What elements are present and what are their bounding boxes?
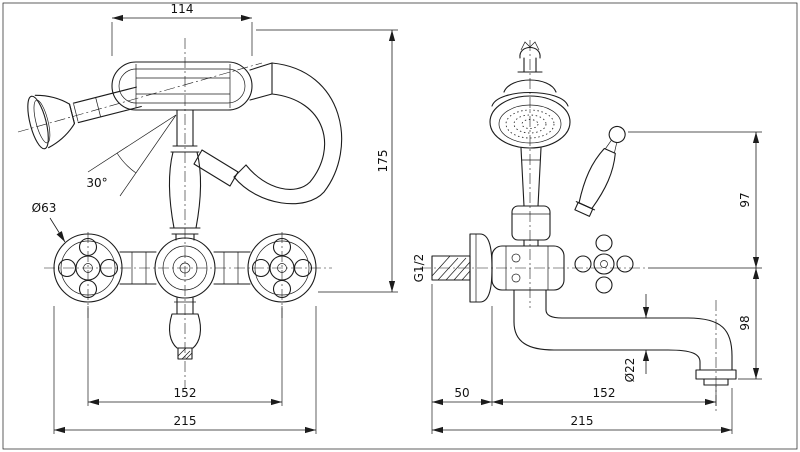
- dim-handle-centers: 152: [174, 386, 197, 400]
- dim-114: 114: [111, 2, 253, 56]
- side-view: G1/2: [412, 40, 762, 434]
- dim-50: 50: [431, 284, 493, 434]
- dim-97: 97: [628, 131, 762, 269]
- cross-handle-side: [574, 234, 634, 294]
- dim-spout-dia: Ø22: [623, 294, 650, 383]
- front-centerlines: [17, 38, 332, 388]
- dim-lower-height: 98: [738, 315, 752, 330]
- cross-handle-left: [53, 233, 123, 303]
- dim-spout-diameter: Ø22: [623, 358, 637, 383]
- dim-215-side: 215: [432, 388, 733, 434]
- shower-handle-side: [511, 147, 551, 247]
- dim-spout-reach: 152: [593, 386, 616, 400]
- shower-head-side: [489, 41, 571, 149]
- dim-wall-offset: 50: [454, 386, 469, 400]
- dim-inlet-thread: G1/2: [412, 254, 426, 283]
- inlet-nipple: G1/2: [412, 254, 471, 283]
- mixer-body: [119, 237, 251, 299]
- dim-shower-angle: 30°: [86, 176, 107, 190]
- dim-overall-depth: 215: [571, 414, 594, 428]
- dim-overall-height: 175: [376, 150, 390, 173]
- front-spout: [168, 297, 202, 360]
- diverter-lever: [574, 125, 626, 217]
- shower-cradle: [111, 61, 253, 111]
- escutcheon-dia-callout: Ø63: [32, 201, 66, 243]
- dim-152-front: 152: [87, 306, 283, 406]
- hand-shower: [27, 86, 142, 150]
- angle-callout: 30°: [86, 114, 177, 197]
- shower-hose: [193, 62, 343, 205]
- escutcheon-side: [469, 233, 493, 303]
- dim-handle-width: 114: [171, 2, 194, 16]
- cross-handle-right: [247, 233, 317, 303]
- dim-175: 175: [256, 29, 398, 293]
- front-view: 30° Ø63 114 175 152: [17, 2, 398, 434]
- dim-152-side: 152: [492, 386, 717, 406]
- bracket-column: [168, 109, 202, 241]
- dim-overall-width: 215: [174, 414, 197, 428]
- dim-escutcheon-dia: Ø63: [32, 201, 57, 215]
- dim-98: 98: [738, 268, 762, 380]
- side-centerlines: [420, 40, 717, 412]
- dim-upper-height: 97: [738, 192, 752, 207]
- dim-215-front: 215: [53, 306, 317, 434]
